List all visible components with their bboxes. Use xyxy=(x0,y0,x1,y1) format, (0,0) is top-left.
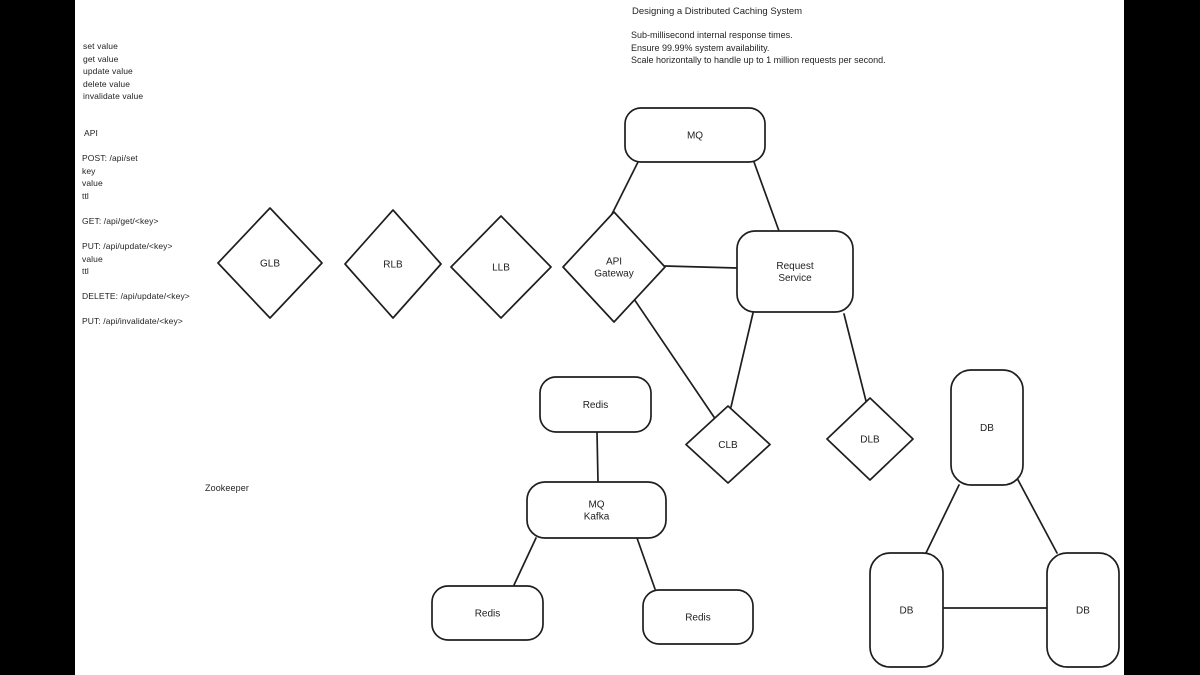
node-label-llb: LLB xyxy=(492,263,510,274)
note-delete-update[interactable]: DELETE: /api/update/<key> xyxy=(82,291,190,301)
edge-mq-to-api-gateway[interactable] xyxy=(611,161,639,215)
node-label-db-replica-left: DB xyxy=(900,606,914,617)
letterbox-right xyxy=(1124,0,1200,675)
node-label-db-primary: DB xyxy=(980,423,994,434)
node-label-redis-replica-right: Redis xyxy=(685,613,711,624)
node-clb[interactable] xyxy=(685,405,771,484)
node-label-mq-broker: MQ xyxy=(687,131,703,142)
note-post-set[interactable]: POST: /api/set key value ttl xyxy=(82,153,138,201)
node-db-primary[interactable] xyxy=(950,369,1024,486)
diagram-title[interactable]: Designing a Distributed Caching System xyxy=(632,6,803,17)
node-redis-primary[interactable] xyxy=(539,376,652,433)
edge-api-gateway-to-request-service[interactable] xyxy=(664,265,738,269)
node-label-glb: GLB xyxy=(260,259,280,270)
node-mq-kafka[interactable] xyxy=(526,481,667,539)
node-redis-replica-left[interactable] xyxy=(431,585,544,641)
node-redis-replica-right[interactable] xyxy=(642,589,754,645)
node-label-db-replica-right: DB xyxy=(1076,606,1090,617)
edge-db-primary-to-db-replica-left[interactable] xyxy=(925,484,960,554)
letterbox-left xyxy=(0,0,75,675)
note-api-heading[interactable]: API xyxy=(84,128,99,138)
edge-redis-primary-to-mq-kafka[interactable] xyxy=(596,431,599,483)
edge-request-service-to-dlb[interactable] xyxy=(843,313,867,402)
edge-api-gateway-to-clb[interactable] xyxy=(633,298,717,421)
node-label-clb: CLB xyxy=(718,440,738,451)
node-mq-broker[interactable] xyxy=(624,107,766,163)
note-cache-operations[interactable]: set value get value update value delete … xyxy=(83,41,144,101)
note-put-invalidate[interactable]: PUT: /api/invalidate/<key> xyxy=(82,316,183,326)
node-label-rlb: RLB xyxy=(383,260,403,271)
requirements-note[interactable]: Sub-millisecond internal response times.… xyxy=(631,30,886,65)
node-rlb[interactable] xyxy=(344,209,442,319)
whiteboard-canvas[interactable] xyxy=(75,0,1124,675)
node-api-gateway[interactable] xyxy=(562,211,666,323)
node-db-replica-right[interactable] xyxy=(1046,552,1120,668)
node-dlb[interactable] xyxy=(826,397,914,481)
node-label-dlb: DLB xyxy=(860,435,880,446)
edge-mq-kafka-to-redis-replica-right[interactable] xyxy=(636,537,656,590)
node-label-redis-replica-left: Redis xyxy=(475,609,501,620)
edge-request-service-to-clb[interactable] xyxy=(730,312,754,408)
node-request-service[interactable] xyxy=(736,230,854,313)
note-zookeeper[interactable]: Zookeeper xyxy=(205,483,249,493)
edge-mq-kafka-to-redis-replica-left[interactable] xyxy=(513,537,537,586)
node-label-redis-primary: Redis xyxy=(583,400,609,411)
node-glb[interactable] xyxy=(217,207,323,319)
edge-db-primary-to-db-replica-right[interactable] xyxy=(1016,477,1058,554)
node-db-replica-left[interactable] xyxy=(869,552,944,668)
edge-mq-to-request-service[interactable] xyxy=(753,161,780,232)
note-get-key[interactable]: GET: /api/get/<key> xyxy=(82,216,159,226)
note-put-update[interactable]: PUT: /api/update/<key> value ttl xyxy=(82,241,173,276)
node-llb[interactable] xyxy=(450,215,552,319)
